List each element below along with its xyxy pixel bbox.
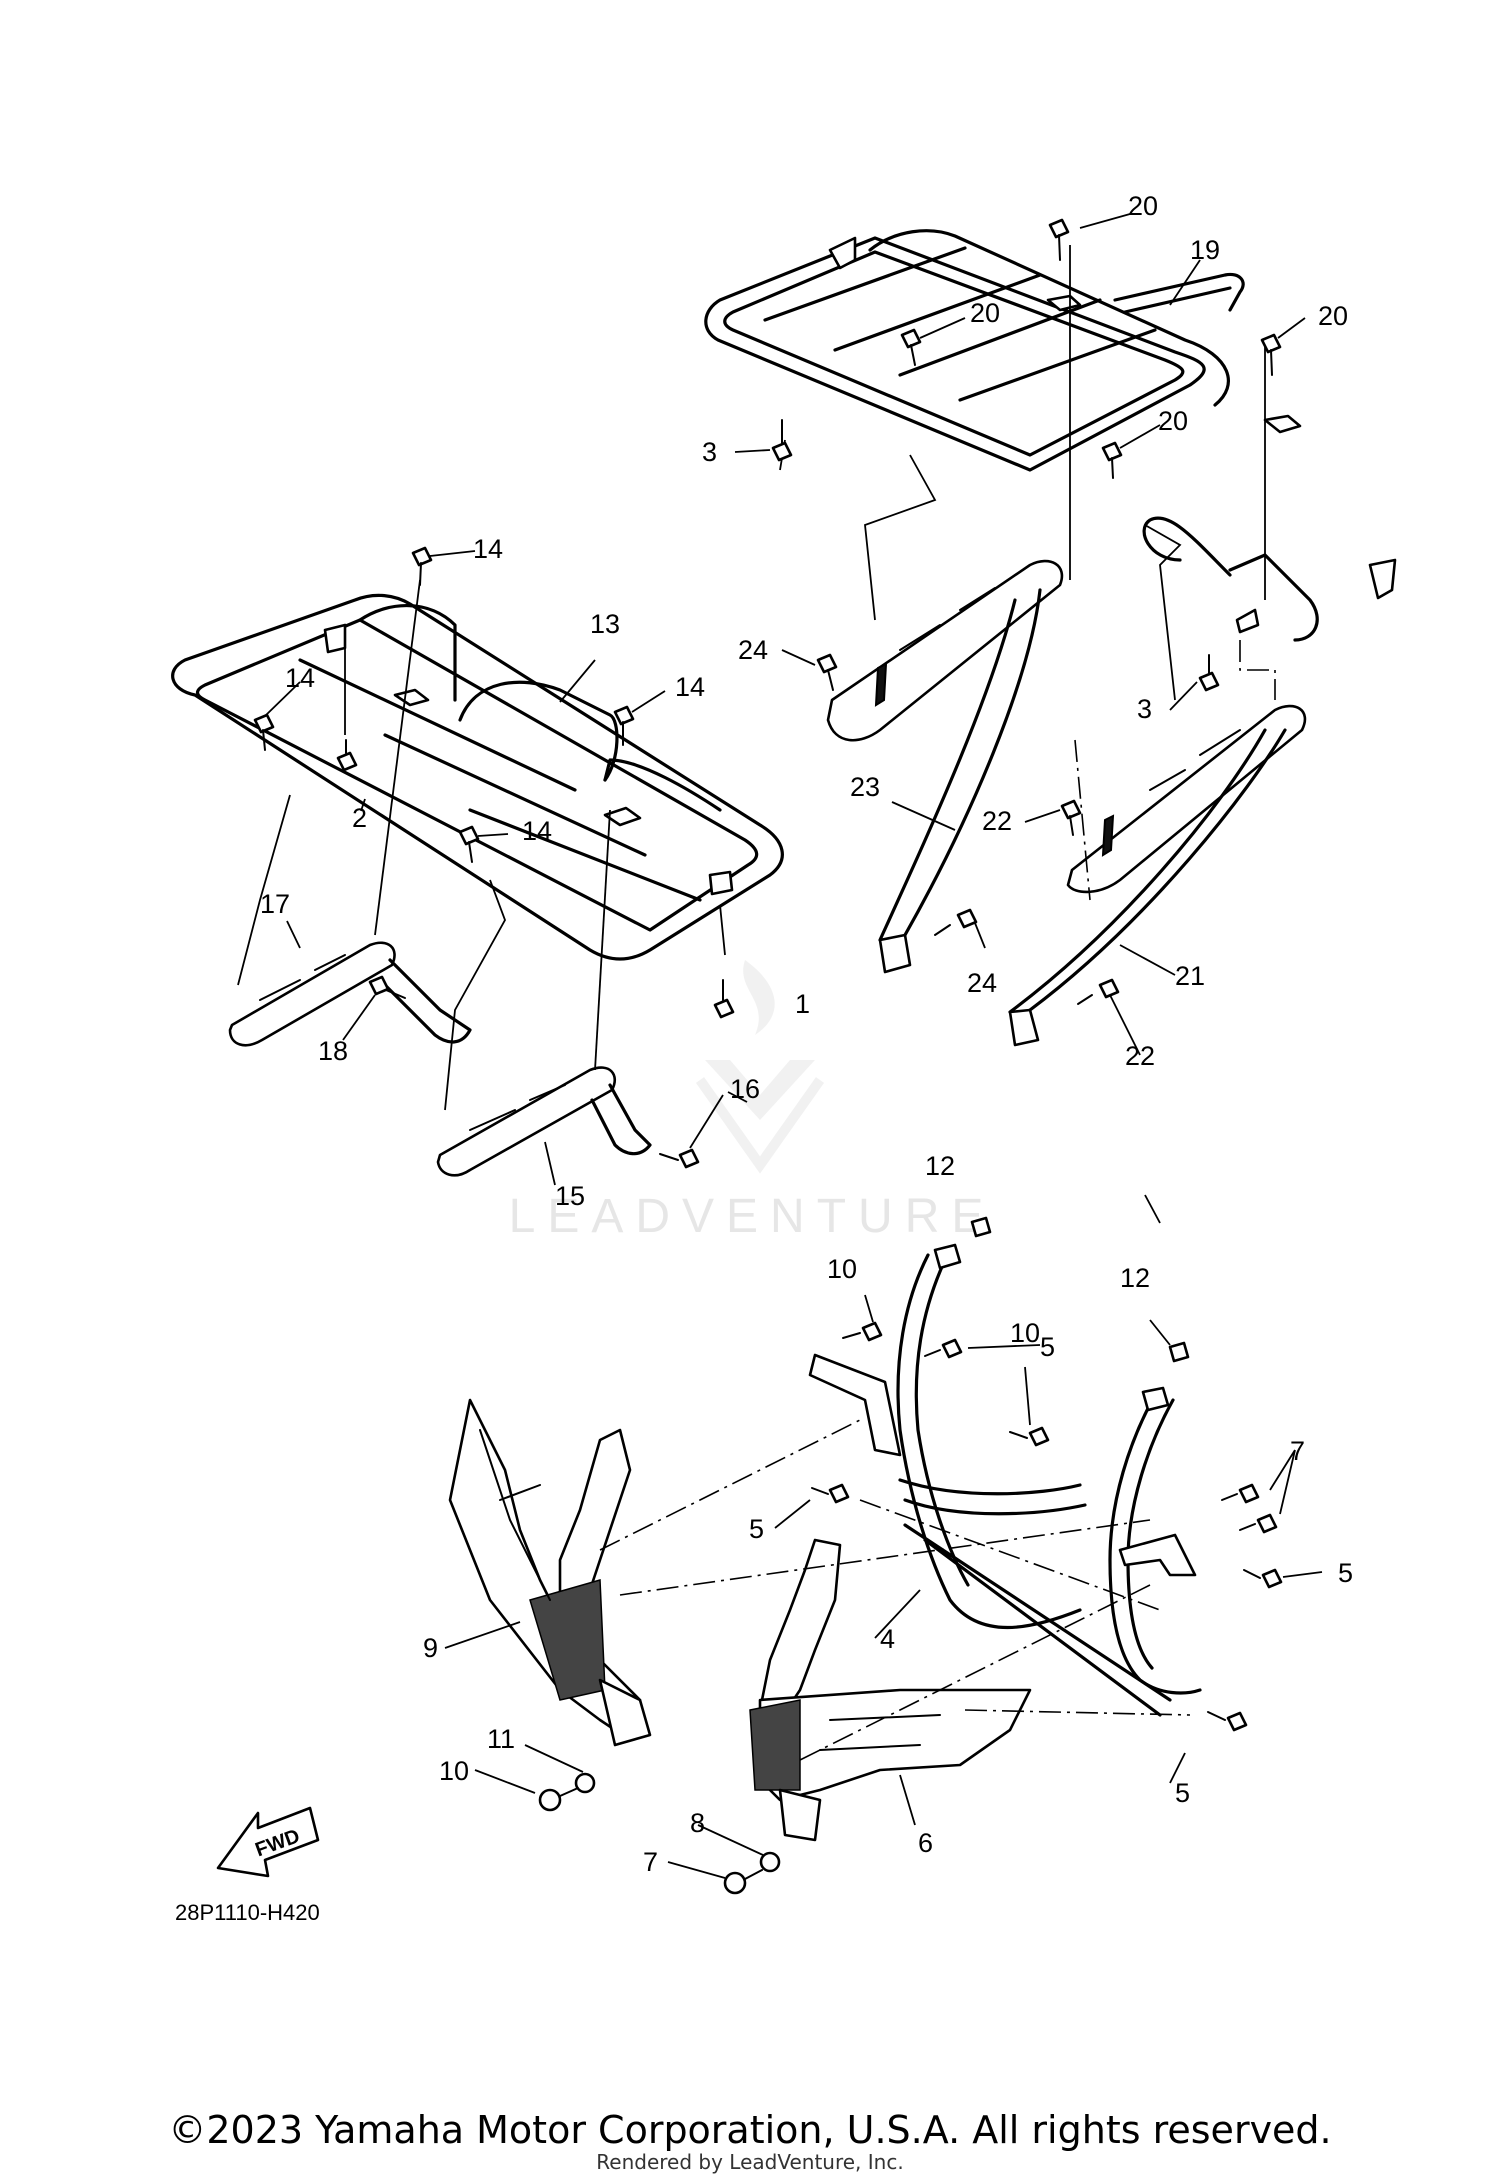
- copyright-text: ©2023 Yamaha Motor Corporation, U.S.A. A…: [168, 2108, 1332, 2152]
- callout-20: 20: [1318, 301, 1348, 331]
- callout-14: 14: [675, 672, 705, 702]
- bolt-icon: [368, 975, 406, 999]
- linkage-lines: [237, 245, 1266, 1111]
- rear-bracket-right-21: [1008, 704, 1307, 1047]
- callout-21: 21: [1175, 961, 1205, 991]
- bolt-icon: [1207, 1711, 1248, 1732]
- callout-12: 12: [925, 1151, 955, 1181]
- bolt-icon: [934, 908, 978, 936]
- washer-icon: [759, 1851, 781, 1873]
- callout-20: 20: [1128, 191, 1158, 221]
- callout-17: 17: [260, 889, 290, 919]
- front-guard-frame-4: [808, 1243, 1202, 1717]
- callout-12: 12: [1120, 1263, 1150, 1293]
- callout-14: 14: [522, 816, 552, 846]
- front-fender-right-6: [749, 1538, 1032, 1842]
- callout-24: 24: [967, 968, 997, 998]
- bolt-icon: [253, 713, 275, 751]
- callout-5: 5: [1338, 1558, 1353, 1588]
- bolt-icon: [1009, 1426, 1050, 1447]
- bolt-icon: [1198, 654, 1220, 692]
- part-code: 28P1110-H420: [175, 1900, 320, 1925]
- callout-11: 11: [487, 1724, 515, 1754]
- bolt-icon: [1101, 441, 1123, 479]
- watermark-logo-icon: [695, 960, 825, 1174]
- fasteners: [253, 218, 1283, 1895]
- fwd-arrow-icon: FWD: [216, 1806, 320, 1878]
- bolt-icon: [1060, 799, 1082, 836]
- callout-4: 4: [880, 1624, 895, 1654]
- callout-7: 7: [643, 1847, 658, 1877]
- bolt-icon: [411, 546, 433, 586]
- callout-10: 10: [439, 1756, 469, 1786]
- bolt-icon: [336, 739, 358, 772]
- bolt-icon: [1239, 1513, 1278, 1534]
- bolt-icon: [659, 1148, 700, 1169]
- front-bracket-left-17: [228, 941, 472, 1047]
- screw-icon: [723, 1869, 763, 1895]
- front-bracket-right-15: [436, 1066, 652, 1177]
- callout-3: 3: [1137, 694, 1152, 724]
- callout-7: 7: [1290, 1436, 1305, 1466]
- callout-20: 20: [1158, 406, 1188, 436]
- callout-23: 23: [850, 772, 880, 802]
- callout-9: 9: [423, 1633, 438, 1663]
- rear-carrier-19: [704, 229, 1397, 642]
- callout-14: 14: [285, 663, 315, 693]
- bolt-icon: [1077, 978, 1120, 1005]
- front-fender-left-9: [448, 1398, 652, 1747]
- callout-10: 10: [1010, 1318, 1040, 1348]
- bolt-icon: [842, 1321, 883, 1342]
- callout-24: 24: [738, 635, 768, 665]
- callout-5: 5: [749, 1514, 764, 1544]
- bolt-icon: [1260, 333, 1282, 376]
- callout-15: 15: [555, 1181, 585, 1211]
- callout-1: 1: [795, 989, 810, 1019]
- watermark-text: LEADVENTURE: [509, 1190, 996, 1243]
- bolt-icon: [811, 1483, 850, 1504]
- washer-icon: [574, 1772, 596, 1794]
- bolt-icon: [771, 419, 793, 462]
- callout-6: 6: [918, 1828, 933, 1858]
- callout-22: 22: [1125, 1041, 1155, 1071]
- callout-8: 8: [690, 1808, 705, 1838]
- bolt-icon: [1243, 1568, 1283, 1589]
- leader-lines: [264, 213, 1323, 1879]
- bolt-icon: [1048, 218, 1070, 261]
- bolt-icon: [900, 328, 922, 366]
- callout-18: 18: [318, 1036, 348, 1066]
- callout-5: 5: [1175, 1778, 1190, 1808]
- bolt-icon: [816, 653, 838, 691]
- bolt-icon: [458, 825, 480, 863]
- bolt-icon: [713, 979, 735, 1019]
- screw-icon: [538, 1787, 579, 1812]
- callout-13: 13: [590, 609, 620, 639]
- callout-19: 19: [1190, 235, 1220, 265]
- callout-22: 22: [982, 806, 1012, 836]
- bolt-icon: [924, 1338, 963, 1359]
- front-carrier-13: [171, 593, 784, 961]
- assembly-lines: [599, 640, 1276, 1761]
- callout-16: 16: [730, 1074, 760, 1104]
- callout-20: 20: [970, 298, 1000, 328]
- cap-icon: [1168, 1341, 1190, 1363]
- callouts: 1 2 3 3 4 5 5 5 5 6 7 7 8 9 10 10 10 11 …: [260, 191, 1353, 1877]
- bolt-icon: [613, 705, 635, 746]
- rendered-by-text: Rendered by LeadVenture, Inc.: [596, 2150, 904, 2174]
- bolt-icon: [1221, 1483, 1260, 1504]
- callout-3: 3: [702, 437, 717, 467]
- callout-10: 10: [827, 1254, 857, 1284]
- cap-icon: [970, 1216, 992, 1238]
- callout-14: 14: [473, 534, 503, 564]
- callout-2: 2: [352, 803, 367, 833]
- callout-5: 5: [1040, 1332, 1055, 1362]
- rear-bracket-left-23: [826, 559, 1064, 974]
